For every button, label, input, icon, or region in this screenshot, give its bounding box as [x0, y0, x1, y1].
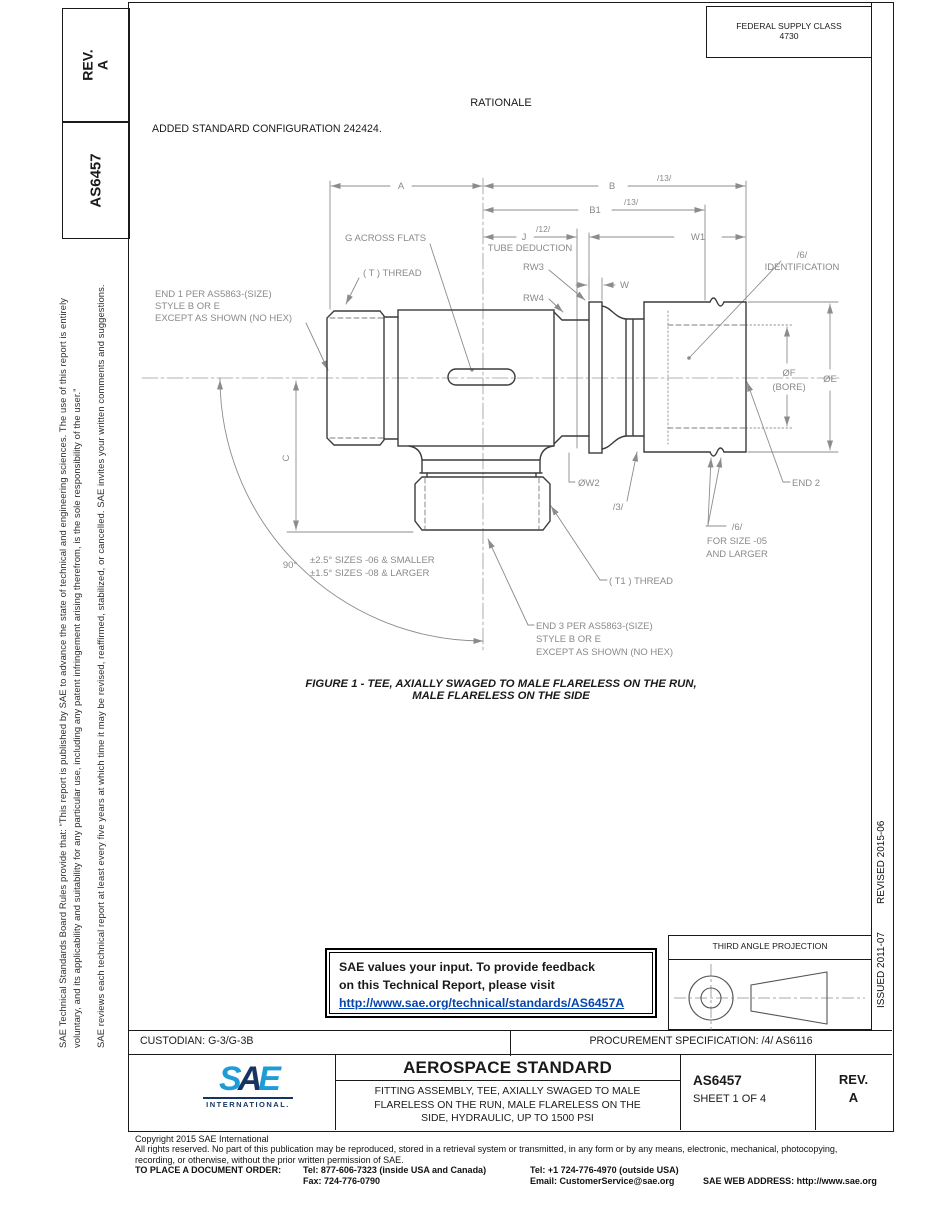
document-title-line3: SIDE, HYDRAULIC, UP TO 1500 PSI — [421, 1113, 594, 1124]
label-t1-thread: ( T1 ) THREAD — [609, 576, 673, 587]
issued-revised-text: ISSUED 2011-07 REVISED 2015-06 — [876, 821, 887, 1008]
label-dim-b: B — [609, 181, 615, 192]
fax-number: Fax: 724-776-0790 — [303, 1176, 381, 1187]
order-label: TO PLACE A DOCUMENT ORDER: — [135, 1165, 282, 1176]
title-block-divider-2 — [680, 1055, 681, 1130]
rationale-text: ADDED STANDARD CONFIGURATION 242424. — [152, 123, 382, 135]
label-identification: IDENTIFICATION — [765, 262, 840, 273]
label-id-note: /6/ — [797, 250, 808, 261]
rev-box: REV. A — [62, 8, 130, 122]
label-dim-b1-note: /13/ — [624, 197, 639, 207]
label-end3-line2: STYLE B OR E — [536, 634, 601, 645]
issued-date: ISSUED 2011-07 — [876, 932, 887, 1008]
figure-caption-line1: FIGURE 1 - TEE, AXIALLY SWAGED TO MALE F… — [305, 678, 697, 690]
label-rw3: RW3 — [523, 262, 544, 273]
sheet-number: SHEET 1 OF 4 — [693, 1093, 767, 1105]
figure-caption-line2: MALE FLARELESS ON THE SIDE — [412, 690, 590, 702]
feedback-box: SAE values your input. To provide feedba… — [325, 948, 657, 1018]
label-size-note: /6/ — [732, 522, 743, 533]
label-note3: /3/ — [613, 502, 624, 513]
title-block: SAE INTERNATIONAL. AEROSPACE STANDARD FI… — [128, 1055, 892, 1130]
sae-logo: SAE INTERNATIONAL. — [203, 1062, 293, 1109]
sae-logo-a: A — [237, 1060, 262, 1098]
document-title-line2: FLARELESS ON THE RUN, MALE FLARELESS ON … — [374, 1099, 641, 1111]
sidebar-boilerplate-line2: voluntary, and its applicability and sui… — [71, 388, 82, 1048]
web-address: SAE WEB ADDRESS: http://www.sae.org — [703, 1176, 877, 1187]
label-dim-j-note: /12/ — [536, 224, 551, 234]
label-dia-f-bore: (BORE) — [772, 382, 805, 393]
label-g-across-flats: G ACROSS FLATS — [345, 233, 426, 244]
label-dim-j: J — [522, 232, 527, 243]
rights-line1: All rights reserved. No part of this pub… — [135, 1144, 838, 1155]
tel-inside: Tel: 877-606-7323 (inside USA and Canada… — [303, 1165, 487, 1176]
feedback-link[interactable]: http://www.sae.org/technical/standards/A… — [339, 996, 625, 1010]
figure-1-drawing: A B /13/ B1 /13/ J /12/ TUBE DEDUCTION W… — [141, 173, 843, 658]
document-title-line1: FITTING ASSEMBLY, TEE, AXIALLY SWAGED TO… — [374, 1086, 641, 1097]
label-dia-w2: ØW2 — [578, 478, 600, 489]
federal-supply-class-box: FEDERAL SUPPLY CLASS 4730 — [706, 6, 872, 58]
title-block-header-rule — [335, 1080, 680, 1081]
document-title: FITTING ASSEMBLY, TEE, AXIALLY SWAGED TO… — [335, 1085, 680, 1126]
custodian-divider — [510, 1031, 511, 1056]
doc-number-vertical: AS6457 — [87, 153, 105, 208]
label-t-thread: ( T ) THREAD — [363, 268, 422, 279]
label-dim-w1: W1 — [691, 232, 705, 243]
label-angle-tol1: ±2.5° SIZES -06 & SMALLER — [310, 555, 435, 566]
label-dim-b-note: /13/ — [657, 173, 672, 183]
feedback-line1: SAE values your input. To provide feedba… — [339, 960, 596, 974]
label-dim-w: W — [620, 280, 629, 291]
custodian-text: CUSTODIAN: G-3/G-3B — [140, 1035, 254, 1047]
doc-number-box: AS6457 — [62, 122, 130, 239]
content-frame — [128, 2, 894, 1132]
doc-number: AS6457 — [693, 1073, 742, 1088]
label-size-line1: FOR SIZE -05 — [707, 536, 767, 547]
title-block-divider-3 — [815, 1055, 816, 1130]
custodian-row: CUSTODIAN: G-3/G-3B PROCUREMENT SPECIFIC… — [128, 1030, 892, 1056]
inner-right-border — [871, 2, 872, 1030]
sidebar-boilerplate-line1: SAE Technical Standards Board Rules prov… — [57, 297, 68, 1048]
label-angle: 90° — [283, 560, 298, 571]
sae-logo-subtext: INTERNATIONAL. — [203, 1097, 293, 1109]
standard-type-heading: AEROSPACE STANDARD — [403, 1058, 612, 1077]
rev-box-value: A — [94, 59, 111, 71]
label-tube-deduction: TUBE DEDUCTION — [488, 243, 573, 254]
label-dim-a: A — [398, 181, 405, 192]
rev-cell: REV. A — [815, 1071, 892, 1107]
label-angle-tol2: ±1.5° SIZES -08 & LARGER — [310, 568, 430, 579]
sae-logo-e: E — [258, 1060, 281, 1098]
sidebar-boilerplate-line3: SAE reviews each technical report at lea… — [95, 284, 106, 1048]
title-block-divider-1 — [335, 1055, 336, 1130]
procurement-text: PROCUREMENT SPECIFICATION: /4/ AS6116 — [589, 1035, 813, 1047]
label-size-line2: AND LARGER — [706, 549, 768, 560]
rights-line2: recording, or otherwise, without the pri… — [135, 1154, 404, 1165]
label-dim-b1: B1 — [589, 205, 601, 216]
label-rw4: RW4 — [523, 293, 544, 304]
federal-supply-class-title: FEDERAL SUPPLY CLASS — [736, 21, 842, 31]
label-end2: END 2 — [792, 478, 820, 489]
tel-outside: Tel: +1 724-776-4970 (outside USA) — [530, 1165, 679, 1176]
feedback-line2: on this Technical Report, please visit — [339, 978, 555, 992]
rev-cell-value: A — [848, 1090, 859, 1105]
rev-cell-label: REV. — [838, 1072, 869, 1087]
sae-logo-s: S — [219, 1060, 242, 1098]
projection-title: THIRD ANGLE PROJECTION — [669, 936, 871, 960]
projection-symbol-icon — [674, 964, 865, 1030]
label-end3-line1: END 3 PER AS5863-(SIZE) — [536, 621, 653, 632]
label-end1-line2: STYLE B OR E — [155, 301, 220, 312]
label-end1-line1: END 1 PER AS5863-(SIZE) — [155, 289, 272, 300]
revised-date: REVISED 2015-06 — [876, 820, 887, 905]
third-angle-projection-box: THIRD ANGLE PROJECTION — [668, 935, 872, 1030]
copyright-block: Copyright 2015 SAE International All rig… — [135, 1134, 945, 1187]
copyright-line: Copyright 2015 SAE International — [135, 1134, 269, 1144]
label-dim-c: C — [281, 454, 292, 461]
rationale-heading: RATIONALE — [470, 97, 532, 109]
email-address: Email: CustomerService@sae.org — [530, 1176, 675, 1187]
label-dia-f: ØF — [782, 368, 795, 379]
label-end1-line3: EXCEPT AS SHOWN (NO HEX) — [155, 313, 292, 324]
label-end3-line3: EXCEPT AS SHOWN (NO HEX) — [536, 647, 673, 658]
figure-caption: FIGURE 1 - TEE, AXIALLY SWAGED TO MALE F… — [128, 678, 874, 702]
federal-supply-class-value: 4730 — [779, 31, 799, 41]
label-dia-e: ØE — [823, 374, 837, 385]
